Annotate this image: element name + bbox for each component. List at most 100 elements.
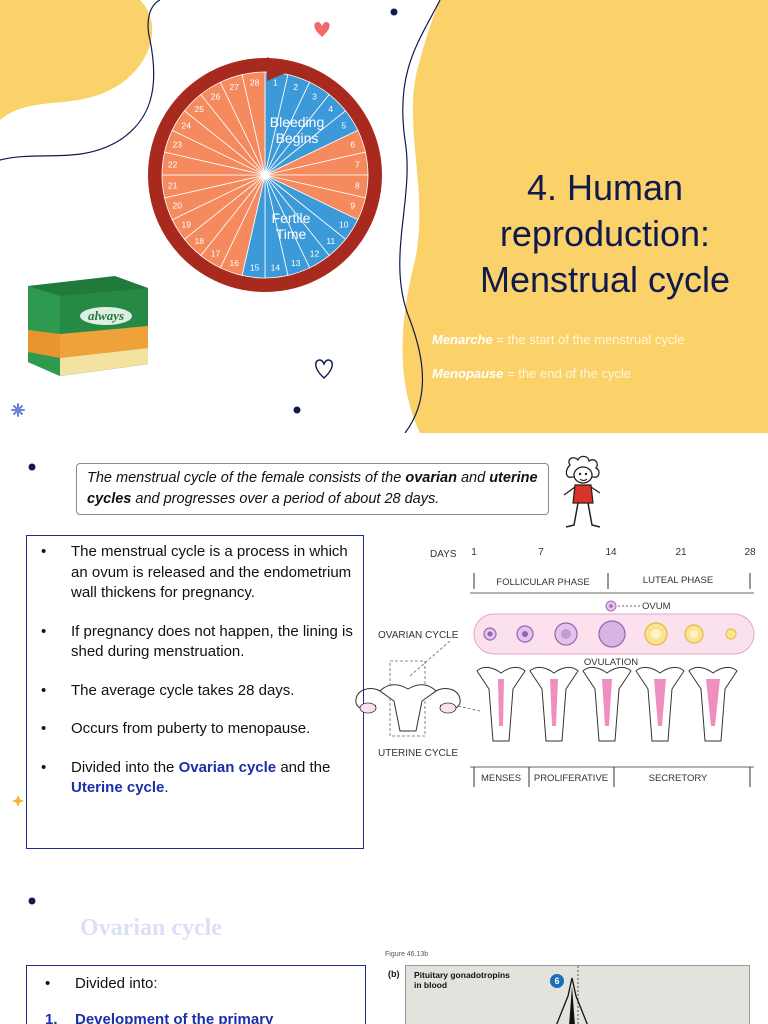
wheel-day-number: 8	[355, 180, 360, 190]
ovulation-label: OVULATION	[584, 657, 638, 668]
callout-bold: ovarian	[405, 470, 457, 486]
wheel-day-number: 23	[172, 139, 182, 149]
endometrium-lining	[550, 679, 558, 726]
number-marker: 1.	[45, 1011, 58, 1024]
slide-ovarian-cycle: Ovarian cycle • Divided into: 1. Developme…	[0, 865, 768, 1024]
wheel-day-number: 25	[195, 104, 205, 114]
wheel-day-number: 7	[355, 160, 360, 170]
wheel-day-number: 24	[182, 121, 192, 131]
division-text: Divided into:	[75, 975, 158, 992]
wheel-day-number: 6	[350, 139, 355, 149]
bleeding-begins-label: Bleeding	[270, 114, 325, 130]
fact-item: The menstrual cycle is a process in whic…	[41, 542, 355, 604]
product-brand-label: always	[88, 308, 124, 323]
wheel-day-number: 9	[350, 201, 355, 211]
day-tick: 21	[675, 547, 687, 558]
ovarian-cycle-label: OVARIAN CYCLE	[378, 630, 459, 641]
wheel-day-number: 19	[182, 219, 192, 229]
uterine-lining-stages	[476, 666, 738, 742]
definition-text: = the end of the cycle	[503, 366, 632, 381]
wheel-day-number: 4	[328, 104, 333, 114]
panel-letter: (b)	[388, 969, 400, 979]
slide2-decorations	[12, 463, 36, 807]
fact-item: If pregnancy does not happen, the lining…	[41, 622, 355, 663]
slide3-decorations	[28, 897, 36, 905]
title-line-1: 4. Human	[526, 167, 684, 208]
panel-title: Pituitary gonadotropins in blood	[414, 970, 510, 990]
title-line-2: reproduction:	[499, 213, 711, 254]
wheel-day-number: 28	[250, 78, 260, 88]
wheel-day-number: 20	[172, 201, 182, 211]
wheel-day-number: 17	[211, 249, 221, 259]
panel-title-line: Pituitary gonadotropins	[414, 970, 510, 980]
division-text: Development of the primary	[75, 1011, 274, 1024]
fact-text: .	[164, 779, 169, 796]
wheel-day-number: 10	[339, 219, 349, 229]
secretory-label: SECRETORY	[649, 773, 708, 784]
wheel-day-number: 26	[211, 91, 221, 101]
bleeding-begins-label: Begins	[276, 130, 319, 146]
luteal-phase-label: LUTEAL PHASE	[643, 575, 713, 586]
ovarian-cycle-heading: Ovarian cycle	[80, 915, 222, 941]
endometrium-lining	[602, 679, 612, 726]
endometrium-lining	[654, 679, 666, 726]
wheel-direction-arrow-icon	[267, 57, 295, 81]
wheel-day-number: 11	[326, 236, 335, 246]
wheel-day-number: 15	[250, 262, 260, 272]
wheel-day-number: 27	[230, 82, 240, 92]
fertile-time-label: Time	[276, 226, 307, 242]
days-label: DAYS	[430, 549, 457, 560]
wheel-day-number: 12	[310, 249, 320, 259]
figure-caption: Figure 46.13b	[385, 951, 429, 958]
proliferative-label: PROLIFERATIVE	[534, 773, 608, 784]
wheel-day-number: 21	[168, 180, 178, 190]
uterine-cycle-label: UTERINE CYCLE	[378, 748, 458, 759]
cycle-summary-callout: The menstrual cycle of the female consis…	[76, 463, 549, 515]
fertile-time-label: Fertile	[272, 210, 311, 226]
endometrium-lining	[706, 679, 720, 726]
menses-label: MENSES	[481, 773, 521, 784]
wheel-day-number: 2	[293, 82, 298, 92]
term-menarche: Menarche	[432, 332, 493, 347]
hormone-peak-plot	[556, 966, 588, 1024]
callout-bold: uterine cycles	[87, 470, 538, 507]
day-tick: 14	[605, 547, 617, 558]
definition-menarche: Menarche = the start of the menstrual cy…	[432, 332, 685, 347]
ovarian-uterine-cycle-diagram: DAYS 1 7 14 21 28 FOLLICULAR PHASE LUTEA…	[355, 547, 756, 787]
term-menopause: Menopause	[432, 366, 504, 381]
panel-title-line: in blood	[414, 980, 448, 990]
division-intro: • Divided into:	[45, 974, 355, 994]
wheel-day-number: 3	[312, 91, 317, 101]
callout-text: and progresses over a period of about 28…	[131, 491, 440, 507]
wheel-day-number: 1	[273, 78, 278, 88]
wheel-day-number: 13	[291, 258, 301, 268]
fact-item: Occurs from puberty to menopause.	[41, 719, 355, 740]
cartoon-teacher-illustration	[563, 455, 601, 528]
definition-text: = the start of the menstrual cycle	[492, 332, 685, 347]
slide1-background	[0, 0, 768, 433]
gonadotropin-graph-panel: Pituitary gonadotropins in blood 6	[405, 965, 750, 1024]
fact-item: The average cycle takes 28 days.	[41, 681, 355, 702]
wheel-segment-day-28	[241, 71, 266, 176]
ovarian-cycle-highlight: Ovarian cycle	[178, 758, 277, 776]
callout-text: and	[456, 470, 490, 486]
definition-menopause: Menopause = the end of the cycle	[432, 366, 631, 381]
fact-text: Divided into the	[71, 758, 179, 776]
ovum-label: OVUM	[642, 601, 671, 612]
step-badge: 6	[550, 974, 564, 988]
day-tick: 1	[471, 547, 477, 558]
wheel-day-number: 18	[195, 236, 205, 246]
division-item-1: 1. Development of the primary	[45, 1010, 355, 1024]
bullet-marker: •	[45, 975, 51, 992]
title-line-3: Menstrual cycle	[479, 259, 731, 300]
follicular-phase-label: FOLLICULAR PHASE	[496, 577, 589, 588]
uterine-cycle-highlight: Uterine cycle	[71, 779, 165, 796]
callout-text: The menstrual cycle of the female consis…	[87, 470, 406, 486]
cycle-facts-list: The menstrual cycle is a process in whic…	[26, 535, 364, 849]
slide-cycle-overview: The menstrual cycle of the female consis…	[0, 433, 768, 865]
slide1-title: 4. Human reproduction: Menstrual cycle	[450, 165, 760, 303]
day-tick: 28	[744, 547, 756, 558]
fact-text: and the	[276, 758, 331, 776]
